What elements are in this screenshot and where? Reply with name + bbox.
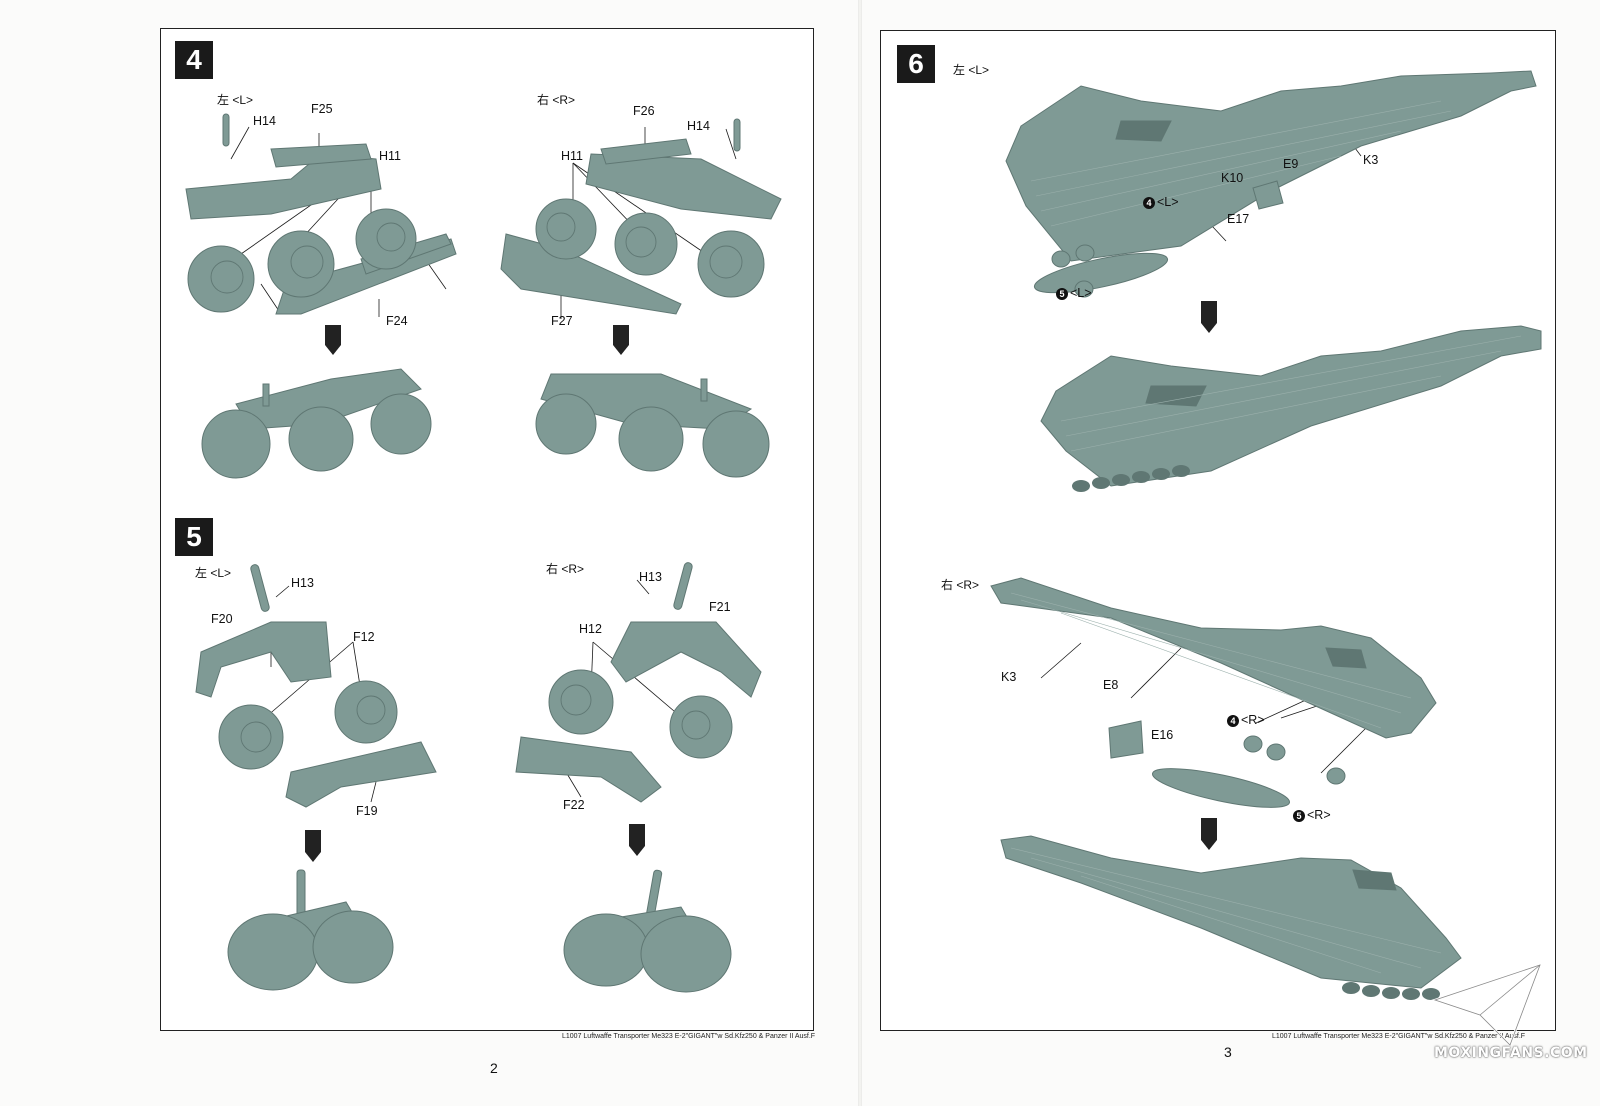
step-6-top-side-label: 左 <L> xyxy=(953,63,990,77)
paper-plane-logo-icon xyxy=(1431,962,1543,1048)
left-page-number: 2 xyxy=(490,1060,498,1076)
part-label-k3-bottom: K3 xyxy=(1001,670,1017,684)
watermark-text: MOXINGFANS.COM xyxy=(1434,1045,1588,1061)
ref-text: <R> xyxy=(1241,713,1265,727)
ref-text: <R> xyxy=(1307,808,1331,822)
right-page: 6 左 <L> xyxy=(860,0,1600,1106)
step-6-bottom-side-label: 右 <R> xyxy=(941,578,980,592)
part-label-f27: F27 xyxy=(551,314,573,328)
part-label-f24: F24 xyxy=(386,314,408,328)
assembly-ref-5-right: 5<R> xyxy=(1293,808,1331,822)
step-4-assembly-illustration xyxy=(185,113,782,479)
part-label-h13-right: H13 xyxy=(639,570,662,584)
assembly-ref-4-left: 4<L> xyxy=(1143,195,1179,209)
ref-text: <L> xyxy=(1070,286,1092,300)
part-label-f26: F26 xyxy=(633,104,655,118)
step-4-right-side-label: 右 <R> xyxy=(537,93,576,107)
step-5-left-side-label: 左 <L> xyxy=(195,566,232,580)
step-5-right-side-label: 右 <R> xyxy=(546,562,585,576)
part-label-e17: E17 xyxy=(1227,212,1250,226)
part-label-h12: H12 xyxy=(579,622,602,636)
part-label-f20: F20 xyxy=(211,612,233,626)
left-page: 4 左 <L> 右 <R> xyxy=(160,28,816,1076)
ref-text: <L> xyxy=(1157,195,1179,209)
left-page-footer-caption: L1007 Luftwaffe Transporter Me323 E-2"GI… xyxy=(562,1033,816,1040)
part-label-f21: F21 xyxy=(709,600,731,614)
right-page-number: 3 xyxy=(1224,1044,1232,1060)
step-5-badge: 5 xyxy=(175,518,213,556)
step-6-left-fuselage-illustration xyxy=(1005,70,1542,492)
step-4-badge: 4 xyxy=(175,41,213,79)
step-6-badge: 6 xyxy=(897,45,935,83)
part-label-h14-right: H14 xyxy=(687,119,710,133)
step-4-left-side-label: 左 <L> xyxy=(217,93,254,107)
assembly-ref-4-right: 4<R> xyxy=(1227,713,1265,727)
part-label-h11-right: H11 xyxy=(561,149,584,163)
assembly-ref-5-left: 5<L> xyxy=(1056,286,1092,300)
part-label-e9: E9 xyxy=(1283,157,1299,171)
part-label-k3-top: K3 xyxy=(1363,153,1379,167)
ref-badge-5: 5 xyxy=(1293,809,1305,822)
part-label-f25: F25 xyxy=(311,102,333,116)
part-label-f12: F12 xyxy=(353,630,375,644)
part-label-f22: F22 xyxy=(563,798,585,812)
page-gutter xyxy=(858,0,862,1106)
part-label-f19: F19 xyxy=(356,804,378,818)
step-4-panel: 4 左 <L> 右 <R> xyxy=(160,28,814,504)
step-6-right-fuselage-illustration xyxy=(990,577,1462,1000)
ref-badge-5: 5 xyxy=(1056,287,1068,300)
step-6-bottom-panel: 右 <R> xyxy=(880,518,1556,1031)
ref-badge-4: 4 xyxy=(1227,714,1239,727)
part-label-h11-left: H11 xyxy=(379,149,402,163)
part-label-e8: E8 xyxy=(1103,678,1119,692)
ref-badge-4: 4 xyxy=(1143,196,1155,209)
right-page-footer-caption: L1007 Luftwaffe Transporter Me323 E-2"GI… xyxy=(1272,1033,1526,1040)
part-label-k10: K10 xyxy=(1221,171,1244,185)
part-label-h14-left: H14 xyxy=(253,114,276,128)
step-6-top-panel: 6 左 <L> xyxy=(880,30,1556,520)
part-label-e16: E16 xyxy=(1151,728,1174,742)
step-5-panel: 5 左 <L> 右 <R> xyxy=(160,502,814,1031)
part-label-h13-left: H13 xyxy=(291,576,314,590)
step-5-assembly-illustration xyxy=(195,562,762,993)
